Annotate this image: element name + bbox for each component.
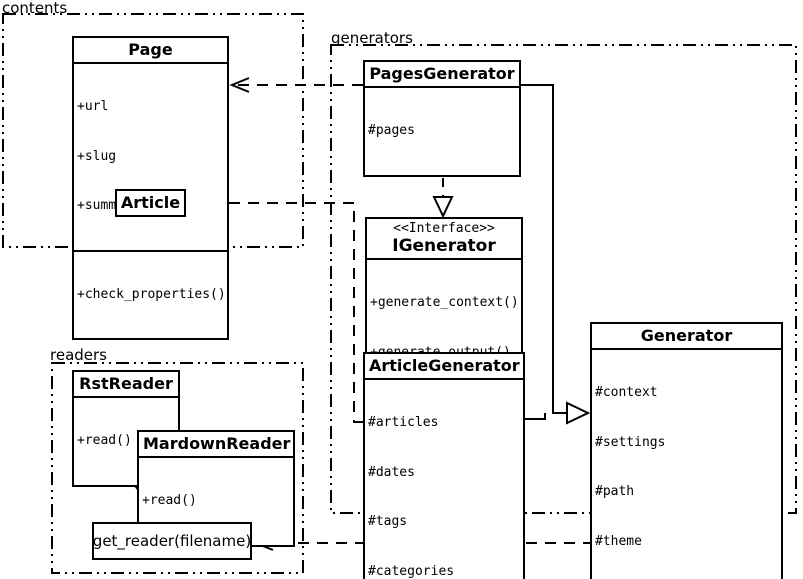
class-title: ArticleGenerator [369,356,520,375]
methods-compartment: +check_properties() [74,249,227,339]
attribute: #tags [368,514,408,529]
class-box-article: Article [115,189,186,217]
class-title: MardownReader [143,434,291,453]
attributes-compartment: #pages [365,86,519,175]
edge-pagesgenerator-to-page [229,77,363,93]
class-title: IGenerator [392,236,496,256]
class-stereotype: <<Interface>> [393,221,495,236]
method: +generate_context() [370,295,519,310]
function-box-get-reader: get_reader(filename) [92,522,252,560]
package-label-generators: generators [331,29,413,47]
package-label-contents: contents [2,0,68,17]
class-box-articlegenerator: ArticleGenerator #articles #dates #tags … [363,352,525,579]
attribute: #articles [368,415,439,430]
class-title: RstReader [79,374,173,393]
attribute: +url [77,99,109,114]
attributes-compartment: #articles #dates #tags #categories [365,378,523,579]
class-box-pagesgenerator: PagesGenerator #pages [363,60,521,177]
method: +check_properties() [77,286,226,302]
class-box-generator: Generator #context #settings #path #them… [590,322,783,579]
edge-generators-to-generator [521,84,591,425]
attribute: #context [595,385,658,400]
methods-compartment: +read() [139,456,293,545]
class-title: Article [120,193,181,212]
package-border-readers [51,362,304,574]
class-title: Page [128,40,173,59]
attribute: #settings [595,434,666,450]
function-label: get_reader(filename) [92,532,252,550]
class-title: PagesGenerator [369,64,515,83]
attributes-compartment: +url +slug +summary [74,62,227,250]
methods-compartment: +read() [74,396,178,485]
attribute: #pages [368,123,415,138]
method: +read() [142,493,197,508]
attribute: +slug [77,148,117,164]
class-title: Generator [640,326,733,345]
attribute: #dates [368,464,415,480]
attribute: #path [595,484,635,499]
attribute: #categories [368,563,455,579]
attributes-compartment: #context #settings #path #theme #output_… [592,348,781,579]
class-box-page: Page +url +slug +summary +check_properti… [72,36,229,340]
package-label-readers: readers [50,346,107,364]
package-border-generators [330,44,797,514]
attribute: #theme [595,533,642,549]
method: +read() [77,433,132,448]
